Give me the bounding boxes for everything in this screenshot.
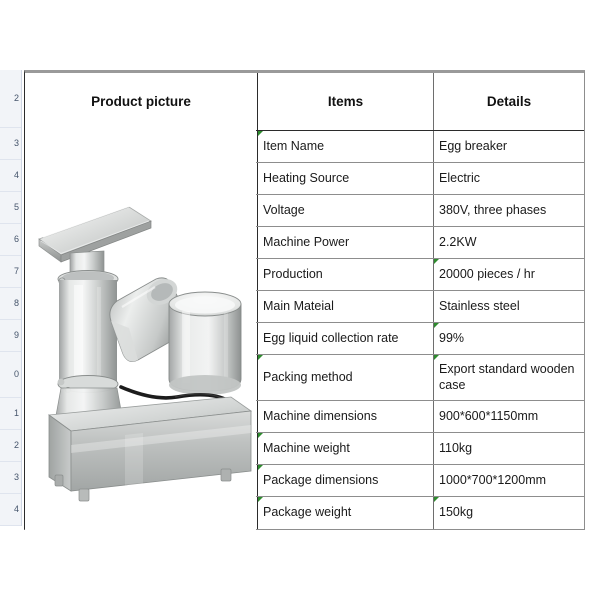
spec-detail-value: 110kg — [439, 440, 473, 455]
spec-item-cell[interactable]: Machine Power — [257, 227, 433, 258]
spec-item-label: Heating Source — [263, 170, 350, 185]
row-header[interactable]: 5 — [0, 192, 21, 224]
spec-item-label: Machine dimensions — [263, 408, 377, 423]
row-header[interactable]: 8 — [0, 288, 21, 320]
spec-item-cell[interactable]: Machine weight — [257, 433, 433, 464]
spec-detail-cell[interactable]: 20000 pieces / hr — [433, 259, 584, 290]
table-row: Voltage 380V, three phases — [25, 195, 584, 227]
spec-detail-cell[interactable]: 380V, three phases — [433, 195, 584, 226]
cell-error-marker-icon — [258, 465, 263, 470]
spec-item-cell[interactable]: Heating Source — [257, 163, 433, 194]
product-picture-cell — [25, 129, 256, 530]
spec-detail-value: Electric — [439, 170, 480, 185]
spec-detail-cell[interactable]: Electric — [433, 163, 584, 194]
spec-detail-cell[interactable]: 900*600*1150mm — [433, 401, 584, 432]
egg-breaker-machine-image — [38, 204, 253, 502]
spec-item-label: Egg liquid collection rate — [263, 330, 399, 345]
cell-error-marker-icon — [258, 355, 263, 360]
table-row: Production 20000 pieces / hr — [25, 259, 584, 291]
row-header[interactable]: 4 — [0, 494, 21, 526]
spec-detail-value: 20000 pieces / hr — [439, 266, 535, 281]
spec-detail-cell[interactable]: 110kg — [433, 433, 584, 464]
row-header[interactable]: 6 — [0, 224, 21, 256]
column-header-items: Items — [257, 73, 433, 130]
spec-detail-cell[interactable]: 1000*700*1200mm — [433, 465, 584, 496]
spec-item-label: Voltage — [263, 202, 305, 217]
spec-item-cell[interactable]: Production — [257, 259, 433, 290]
row-header[interactable]: 7 — [0, 256, 21, 288]
table-row: Heating Source Electric — [25, 163, 584, 195]
spec-item-label: Item Name — [263, 138, 325, 153]
column-header-product-picture: Product picture — [91, 94, 191, 109]
spec-item-cell[interactable]: Egg liquid collection rate — [257, 323, 433, 354]
spec-detail-cell[interactable]: Stainless steel — [433, 291, 584, 322]
row-header[interactable]: 3 — [0, 462, 21, 494]
spec-detail-value: 150kg — [439, 505, 474, 520]
table-row: Machine weight 110kg — [25, 433, 584, 465]
spec-detail-cell[interactable]: Export standard wooden case — [433, 355, 584, 400]
spec-detail-cell[interactable]: 99% — [433, 323, 584, 354]
spec-item-label: Main Mateial — [263, 298, 334, 313]
spec-detail-value: Egg breaker — [439, 138, 508, 153]
spec-item-label: Package weight — [263, 505, 352, 520]
spec-item-cell[interactable]: Item Name — [257, 131, 433, 162]
table-row: Machine Power 2.2KW — [25, 227, 584, 259]
row-header[interactable]: 9 — [0, 320, 21, 352]
spec-detail-cell[interactable]: Egg breaker — [433, 131, 584, 162]
spec-item-cell[interactable]: Packing method — [257, 355, 433, 400]
table-row: Egg liquid collection rate 99% — [25, 323, 584, 355]
spec-detail-value: 380V, three phases — [439, 202, 547, 217]
cell-error-marker-icon — [434, 355, 439, 360]
row-header[interactable]: 2 — [0, 70, 21, 128]
spec-item-label: Production — [263, 266, 323, 281]
cell-error-marker-icon — [258, 433, 263, 438]
spec-detail-value: 1000*700*1200mm — [439, 472, 547, 487]
spec-detail-cell[interactable]: 2.2KW — [433, 227, 584, 258]
row-header[interactable]: 2 — [0, 430, 21, 462]
spec-item-cell[interactable]: Machine dimensions — [257, 401, 433, 432]
table-row: Machine dimensions 900*600*1150mm — [25, 401, 584, 433]
spec-item-label: Packing method — [263, 369, 353, 384]
cell-error-marker-icon — [434, 323, 439, 328]
column-header-details: Details — [433, 73, 584, 130]
spec-detail-value: Stainless steel — [439, 298, 520, 313]
table-header-row: Product picture Items Details — [25, 73, 584, 131]
table-row: Package dimensions 1000*700*1200mm — [25, 465, 584, 497]
spec-detail-value: 2.2KW — [439, 234, 477, 249]
spec-item-cell[interactable]: Package weight — [257, 497, 433, 529]
spec-detail-value: Export standard wooden case — [439, 361, 575, 392]
spec-detail-value: 900*600*1150mm — [439, 408, 539, 423]
cell-error-marker-icon — [434, 497, 439, 502]
cell-error-marker-icon — [258, 497, 263, 502]
spec-item-cell[interactable]: Package dimensions — [257, 465, 433, 496]
spec-item-label: Package dimensions — [263, 472, 379, 487]
row-header[interactable]: 3 — [0, 128, 21, 160]
spec-item-cell[interactable]: Voltage — [257, 195, 433, 226]
row-header[interactable]: 4 — [0, 160, 21, 192]
spec-detail-value: 99% — [439, 330, 465, 345]
spec-item-label: Machine weight — [263, 440, 350, 455]
row-header[interactable]: 0 — [0, 352, 21, 398]
table-row: Main Mateial Stainless steel — [25, 291, 584, 323]
spec-item-label: Machine Power — [263, 234, 350, 249]
spec-detail-cell[interactable]: 150kg — [433, 497, 584, 529]
spec-item-cell[interactable]: Main Mateial — [257, 291, 433, 322]
row-header[interactable]: 1 — [0, 398, 21, 430]
cell-error-marker-icon — [258, 131, 263, 136]
cell-error-marker-icon — [434, 259, 439, 264]
